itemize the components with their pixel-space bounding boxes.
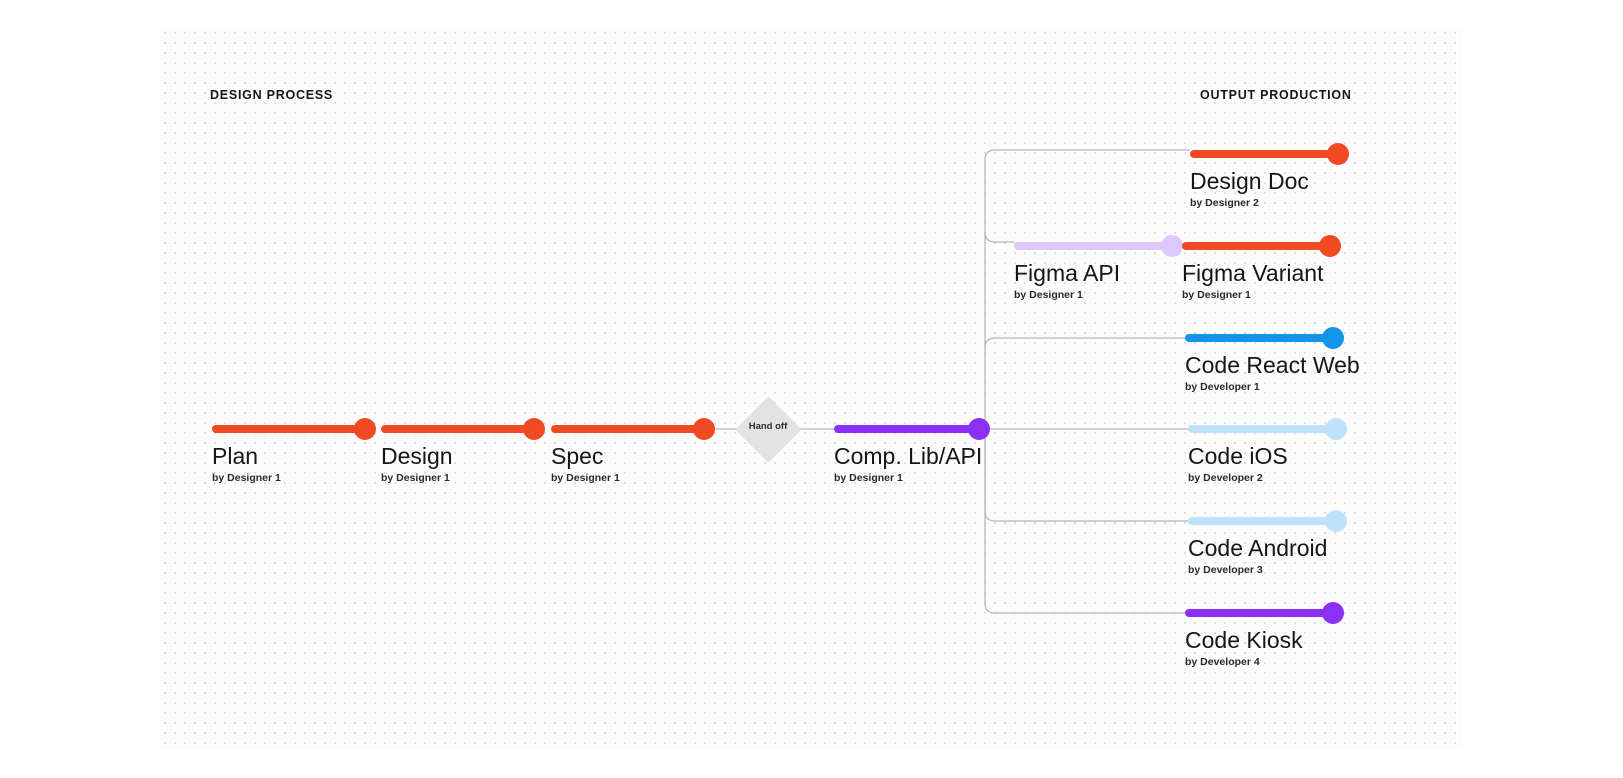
node-title: Comp. Lib/API <box>834 443 983 469</box>
node-subtitle: by Developer 3 <box>1188 563 1263 576</box>
process-node-comp-lib-api[interactable]: Comp. Lib/API by Designer 1 <box>834 418 990 484</box>
bar-wrap <box>1185 602 1344 624</box>
bar-wrap <box>551 418 715 440</box>
node-bar <box>212 425 365 433</box>
process-node-design[interactable]: Design by Designer 1 <box>381 418 545 484</box>
node-end-cap <box>1327 143 1349 165</box>
intermediate-node-figma-api[interactable]: Figma API by Designer 1 <box>1014 235 1183 301</box>
node-end-cap <box>1322 602 1344 624</box>
node-subtitle: by Designer 1 <box>1014 288 1083 301</box>
node-end-cap <box>523 418 545 440</box>
node-end-cap <box>968 418 990 440</box>
node-subtitle: by Developer 2 <box>1188 471 1263 484</box>
node-bar <box>1190 150 1341 158</box>
bar-wrap <box>212 418 376 440</box>
section-header-design-process: DESIGN PROCESS <box>210 88 334 102</box>
bar-wrap <box>1188 418 1347 440</box>
node-title: Plan <box>212 443 259 469</box>
node-end-cap <box>1325 510 1347 532</box>
process-node-spec[interactable]: Spec by Designer 1 <box>551 418 715 484</box>
handoff-diamond[interactable]: Hand off <box>734 395 801 462</box>
node-title: Figma Variant <box>1182 260 1324 286</box>
output-node-figma-variant[interactable]: Figma Variant by Designer 1 <box>1182 235 1341 301</box>
node-subtitle: by Designer 2 <box>1190 196 1259 209</box>
bar-wrap <box>381 418 545 440</box>
bar-wrap <box>1190 143 1349 165</box>
bar-wrap <box>834 418 990 440</box>
node-subtitle: by Designer 1 <box>834 471 903 484</box>
node-bar <box>381 425 534 433</box>
node-subtitle: by Designer 1 <box>381 471 450 484</box>
bar-wrap <box>1014 235 1183 257</box>
node-title: Spec <box>551 443 604 469</box>
node-bar <box>1185 334 1336 342</box>
node-end-cap <box>354 418 376 440</box>
node-title: Code Android <box>1188 535 1328 561</box>
node-end-cap <box>1325 418 1347 440</box>
node-subtitle: by Designer 1 <box>212 471 281 484</box>
bar-wrap <box>1185 327 1360 349</box>
node-subtitle: by Developer 1 <box>1185 380 1260 393</box>
node-title: Code Kiosk <box>1185 627 1303 653</box>
node-end-cap <box>1322 327 1344 349</box>
bar-wrap <box>1188 510 1347 532</box>
process-node-plan[interactable]: Plan by Designer 1 <box>212 418 376 484</box>
bar-wrap <box>1182 235 1341 257</box>
section-header-output-production: OUTPUT PRODUCTION <box>1200 88 1352 102</box>
node-bar <box>1188 517 1339 525</box>
output-node-code-kiosk[interactable]: Code Kiosk by Developer 4 <box>1185 602 1344 668</box>
node-end-cap <box>1161 235 1183 257</box>
output-node-code-react-web[interactable]: Code React Web by Developer 1 <box>1185 327 1360 393</box>
node-bar <box>1185 609 1336 617</box>
output-node-code-ios[interactable]: Code iOS by Developer 2 <box>1188 418 1347 484</box>
node-title: Code React Web <box>1185 352 1360 378</box>
output-node-code-android[interactable]: Code Android by Developer 3 <box>1188 510 1347 576</box>
handoff-label: Hand off <box>748 421 788 432</box>
node-title: Design <box>381 443 453 469</box>
output-node-design-doc[interactable]: Design Doc by Designer 2 <box>1190 143 1349 209</box>
node-title: Code iOS <box>1188 443 1288 469</box>
node-title: Design Doc <box>1190 168 1309 194</box>
node-end-cap <box>1319 235 1341 257</box>
node-title: Figma API <box>1014 260 1121 286</box>
node-bar <box>834 425 985 433</box>
node-bar <box>1188 425 1339 433</box>
node-subtitle: by Designer 1 <box>551 471 620 484</box>
node-subtitle: by Designer 1 <box>1182 288 1251 301</box>
node-bar <box>1182 242 1333 250</box>
node-bar <box>551 425 704 433</box>
node-subtitle: by Developer 4 <box>1185 655 1260 668</box>
dotted-grid-background <box>160 28 1463 750</box>
node-bar <box>1014 242 1172 250</box>
node-end-cap <box>693 418 715 440</box>
